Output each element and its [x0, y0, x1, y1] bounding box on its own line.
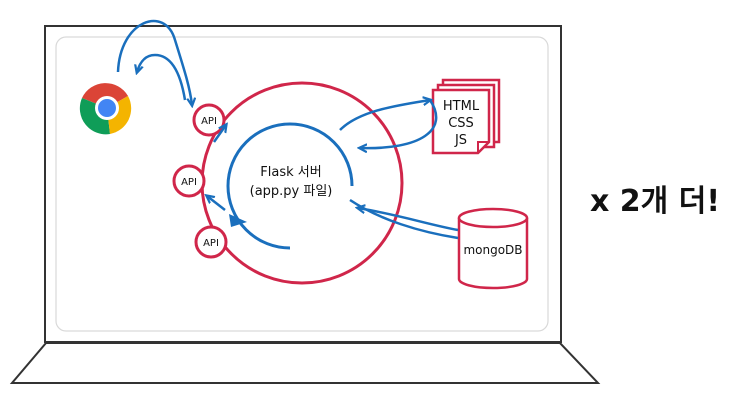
static-file-html: HTML [443, 99, 480, 114]
api-top-to-loop-arrow [212, 125, 226, 143]
server-file-label: (app.py 파일) [250, 184, 333, 199]
files-to-loop-arrow [360, 99, 438, 148]
api-label-middle: API [181, 177, 197, 188]
loop-to-files-arrow [339, 100, 430, 131]
db-to-loop-arrow [358, 208, 459, 232]
multiplier-text: x 2개 더! [590, 184, 720, 219]
server-label: Flask 서버 [260, 165, 321, 180]
api-label-bottom: API [203, 238, 219, 249]
api-label-top: API [201, 116, 217, 127]
database-cylinder-icon [457, 207, 529, 290]
document-stack-icon [431, 78, 501, 155]
api-node-bottom: API [194, 225, 228, 259]
loop-arrowhead [229, 214, 247, 227]
static-file-css: CSS [448, 116, 474, 131]
api-node-middle: API [172, 164, 206, 198]
browser-request-arrow [116, 19, 192, 105]
api-node-top: API [192, 103, 226, 137]
database-label: mongoDB [463, 243, 522, 257]
chrome-icon [79, 83, 132, 135]
loop-to-api-middle-arrow [207, 196, 226, 211]
laptop-screen-inner [55, 36, 549, 332]
browser-response-arrow [137, 53, 187, 101]
laptop-keyboard-base [9, 342, 601, 384]
server-loop-arrow [226, 122, 354, 250]
static-file-js: JS [454, 133, 467, 148]
